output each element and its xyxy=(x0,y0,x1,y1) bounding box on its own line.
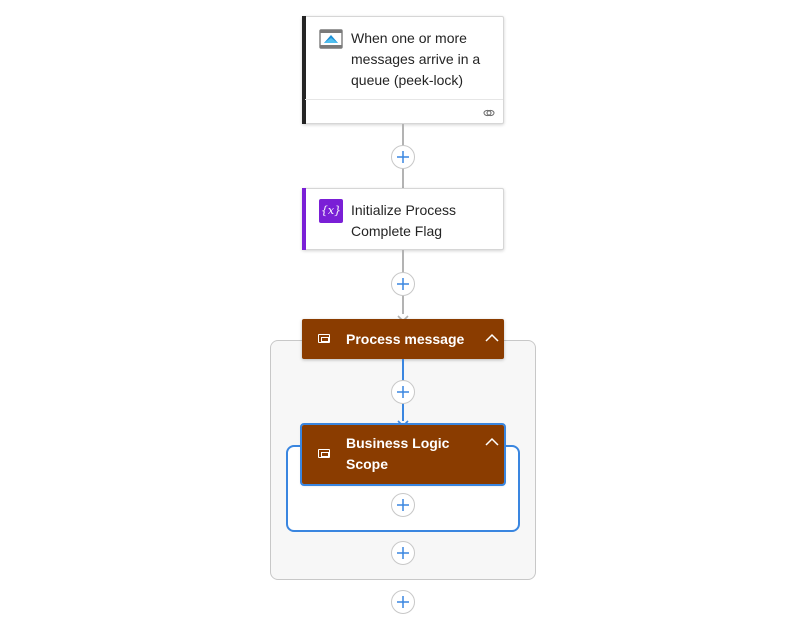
plus-icon xyxy=(397,278,409,290)
variable-icon: {x} xyxy=(319,199,343,223)
add-step-button[interactable] xyxy=(391,493,415,517)
plus-icon xyxy=(397,386,409,398)
link-icon[interactable] xyxy=(483,106,495,118)
process-message-title: Process message xyxy=(346,331,465,347)
plus-icon xyxy=(397,151,409,163)
arrow-down-icon xyxy=(397,310,409,323)
plus-icon xyxy=(397,596,409,608)
add-step-button[interactable] xyxy=(391,541,415,565)
chevron-up-icon[interactable] xyxy=(484,331,500,343)
chevron-up-icon[interactable] xyxy=(484,435,500,447)
business-logic-scope-header[interactable]: Business Logic Scope xyxy=(300,423,506,486)
add-step-button[interactable] xyxy=(391,145,415,169)
trigger-card[interactable]: When one or more messages arrive in a qu… xyxy=(302,16,504,124)
initialize-accent-bar xyxy=(302,188,306,250)
trigger-title: When one or more messages arrive in a qu… xyxy=(351,30,481,88)
initialize-variable-card[interactable]: {x} Initialize Process Complete Flag xyxy=(302,188,504,250)
service-bus-queue-icon xyxy=(319,27,343,51)
initialize-variable-title: Initialize Process Complete Flag xyxy=(351,202,457,239)
scope-icon xyxy=(318,334,330,343)
business-logic-scope-title: Business Logic Scope xyxy=(346,435,450,472)
trigger-accent-bar xyxy=(302,16,306,124)
plus-icon xyxy=(397,499,409,511)
trigger-footer-divider xyxy=(305,99,503,100)
add-step-button[interactable] xyxy=(391,590,415,614)
add-step-button[interactable] xyxy=(391,380,415,404)
add-step-button[interactable] xyxy=(391,272,415,296)
scope-icon xyxy=(318,449,330,458)
plus-icon xyxy=(397,547,409,559)
process-message-scope-header[interactable]: Process message xyxy=(302,319,504,359)
arrow-down-icon xyxy=(397,415,409,428)
